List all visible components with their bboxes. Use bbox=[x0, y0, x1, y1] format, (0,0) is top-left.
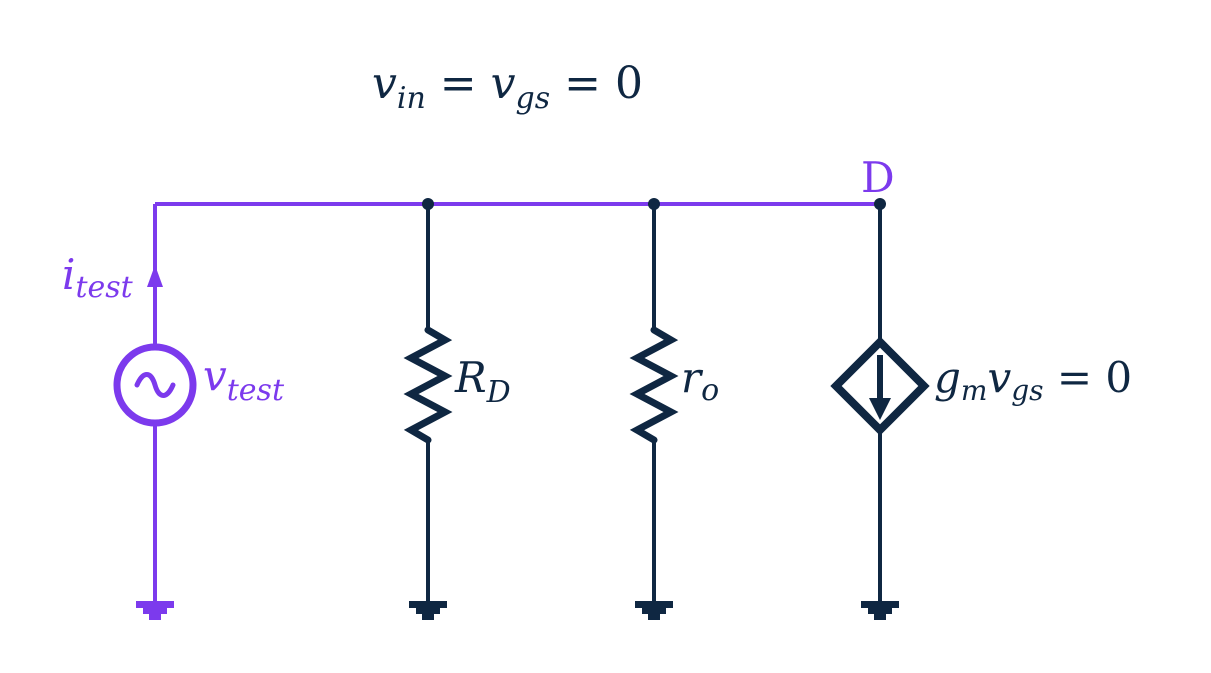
ground-icon-source bbox=[136, 601, 174, 620]
current-arrow-icon bbox=[147, 265, 163, 287]
dependent-current-source-icon bbox=[830, 336, 930, 436]
ground-icon-ro bbox=[635, 601, 673, 620]
resistor-icon-ro bbox=[629, 326, 679, 444]
equation-label: vin = vgs = 0 bbox=[372, 58, 643, 116]
ac-voltage-source-icon bbox=[113, 343, 197, 427]
node-label-d: D bbox=[861, 153, 895, 202]
ro-label: ro bbox=[681, 353, 719, 408]
ground-icon-rd bbox=[409, 601, 447, 620]
ground-icon-dep bbox=[861, 601, 899, 620]
dependent-source-label: gmvgs = 0 bbox=[934, 353, 1132, 407]
voltage-label: vtest bbox=[203, 351, 285, 408]
resistor-icon-rd bbox=[403, 326, 453, 444]
rd-label: RD bbox=[454, 353, 511, 410]
current-label: itest bbox=[62, 250, 134, 305]
